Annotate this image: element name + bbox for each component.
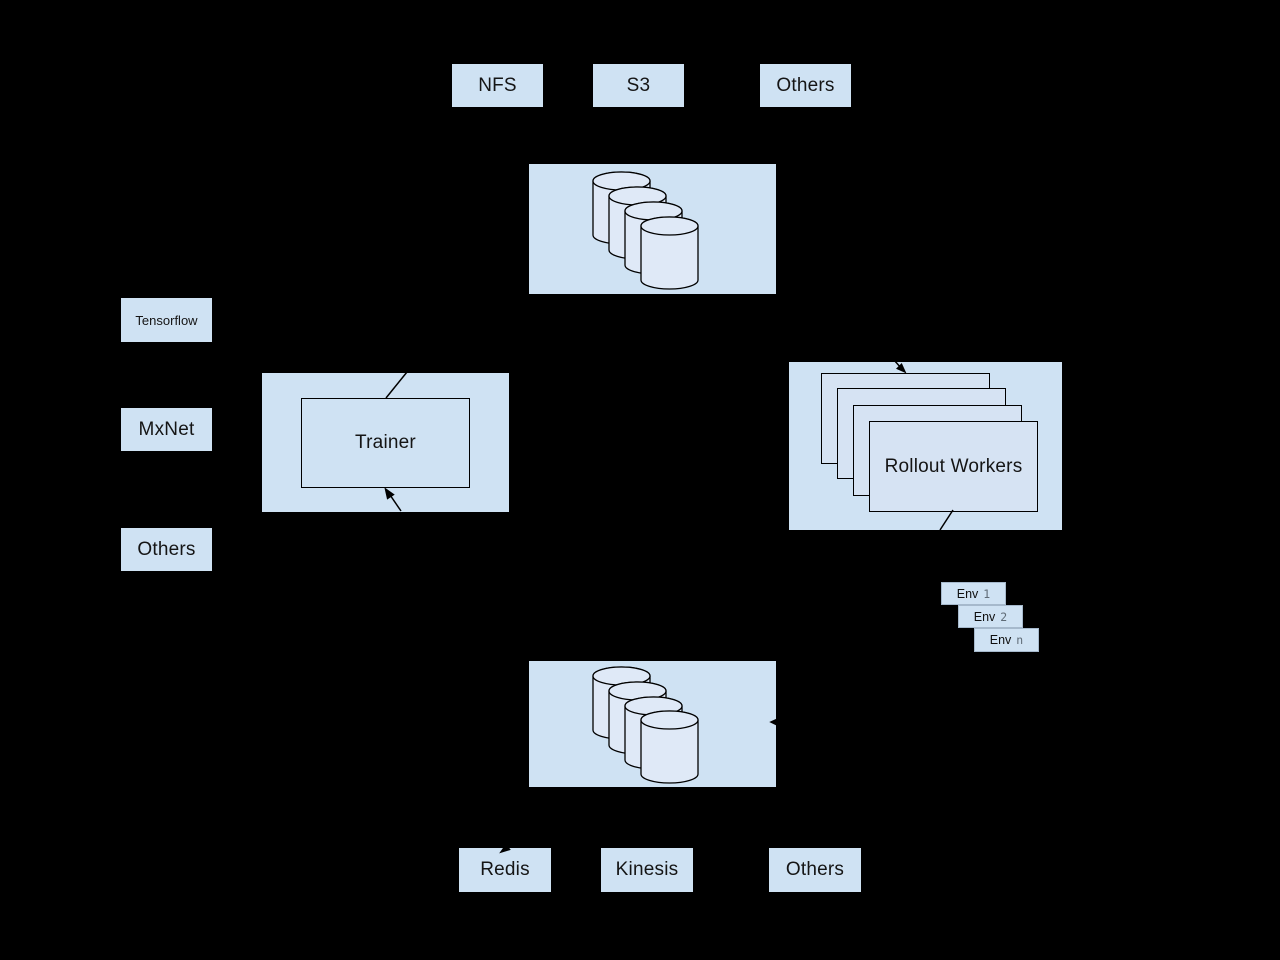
framework-others-label: Others bbox=[137, 538, 196, 560]
memory-backend-redis-label: Redis bbox=[480, 859, 530, 880]
framework-tensorflow-node: Tensorflow bbox=[121, 298, 212, 342]
storage-backend-nfs-node: NFS bbox=[452, 64, 543, 107]
framework-tensorflow-label: Tensorflow bbox=[135, 312, 198, 328]
env-2-label: Env bbox=[973, 609, 996, 624]
rollout-workers-node: Rollout Workers bbox=[869, 421, 1038, 512]
memory-backend-kinesis-label: Kinesis bbox=[615, 859, 679, 880]
memory-backend-others-node: Others bbox=[769, 848, 861, 892]
database-cylinders-icon bbox=[592, 666, 699, 784]
storage-backend-nfs-label: NFS bbox=[478, 74, 517, 96]
env-1-node: Env 1 bbox=[941, 582, 1006, 605]
memory-backend-others-label: Others bbox=[785, 859, 845, 880]
rollout-workers-label: Rollout Workers bbox=[884, 455, 1023, 477]
env-n-node: Env n bbox=[974, 628, 1039, 652]
storage-backend-others-node: Others bbox=[760, 64, 851, 107]
framework-mxnet-label: MxNet bbox=[138, 418, 195, 440]
env-1-id: 1 bbox=[983, 586, 991, 601]
memory-backend-redis-node: Redis bbox=[459, 848, 551, 892]
env-1-label: Env bbox=[956, 586, 979, 601]
memory-backend-kinesis-node: Kinesis bbox=[601, 848, 693, 892]
rollout-workers-container: Rollout Workers bbox=[789, 362, 1062, 530]
storage-backend-s3-node: S3 bbox=[593, 64, 684, 107]
framework-mxnet-node: MxNet bbox=[121, 408, 212, 451]
trainer-label: Trainer bbox=[355, 432, 416, 453]
database-cylinders-icon bbox=[592, 171, 699, 290]
framework-others-node: Others bbox=[121, 528, 212, 571]
env-2-node: Env 2 bbox=[958, 605, 1023, 628]
trainer-container: Trainer bbox=[262, 373, 509, 512]
env-2-id: 2 bbox=[1000, 609, 1008, 624]
env-n-label: Env bbox=[989, 633, 1012, 647]
trainer-node: Trainer bbox=[301, 398, 470, 488]
storage-backend-others-label: Others bbox=[776, 74, 835, 96]
data-store-top-node bbox=[529, 164, 776, 294]
storage-backend-s3-label: S3 bbox=[626, 74, 651, 96]
env-n-id: n bbox=[1016, 633, 1024, 647]
data-store-bottom-node bbox=[529, 661, 776, 787]
